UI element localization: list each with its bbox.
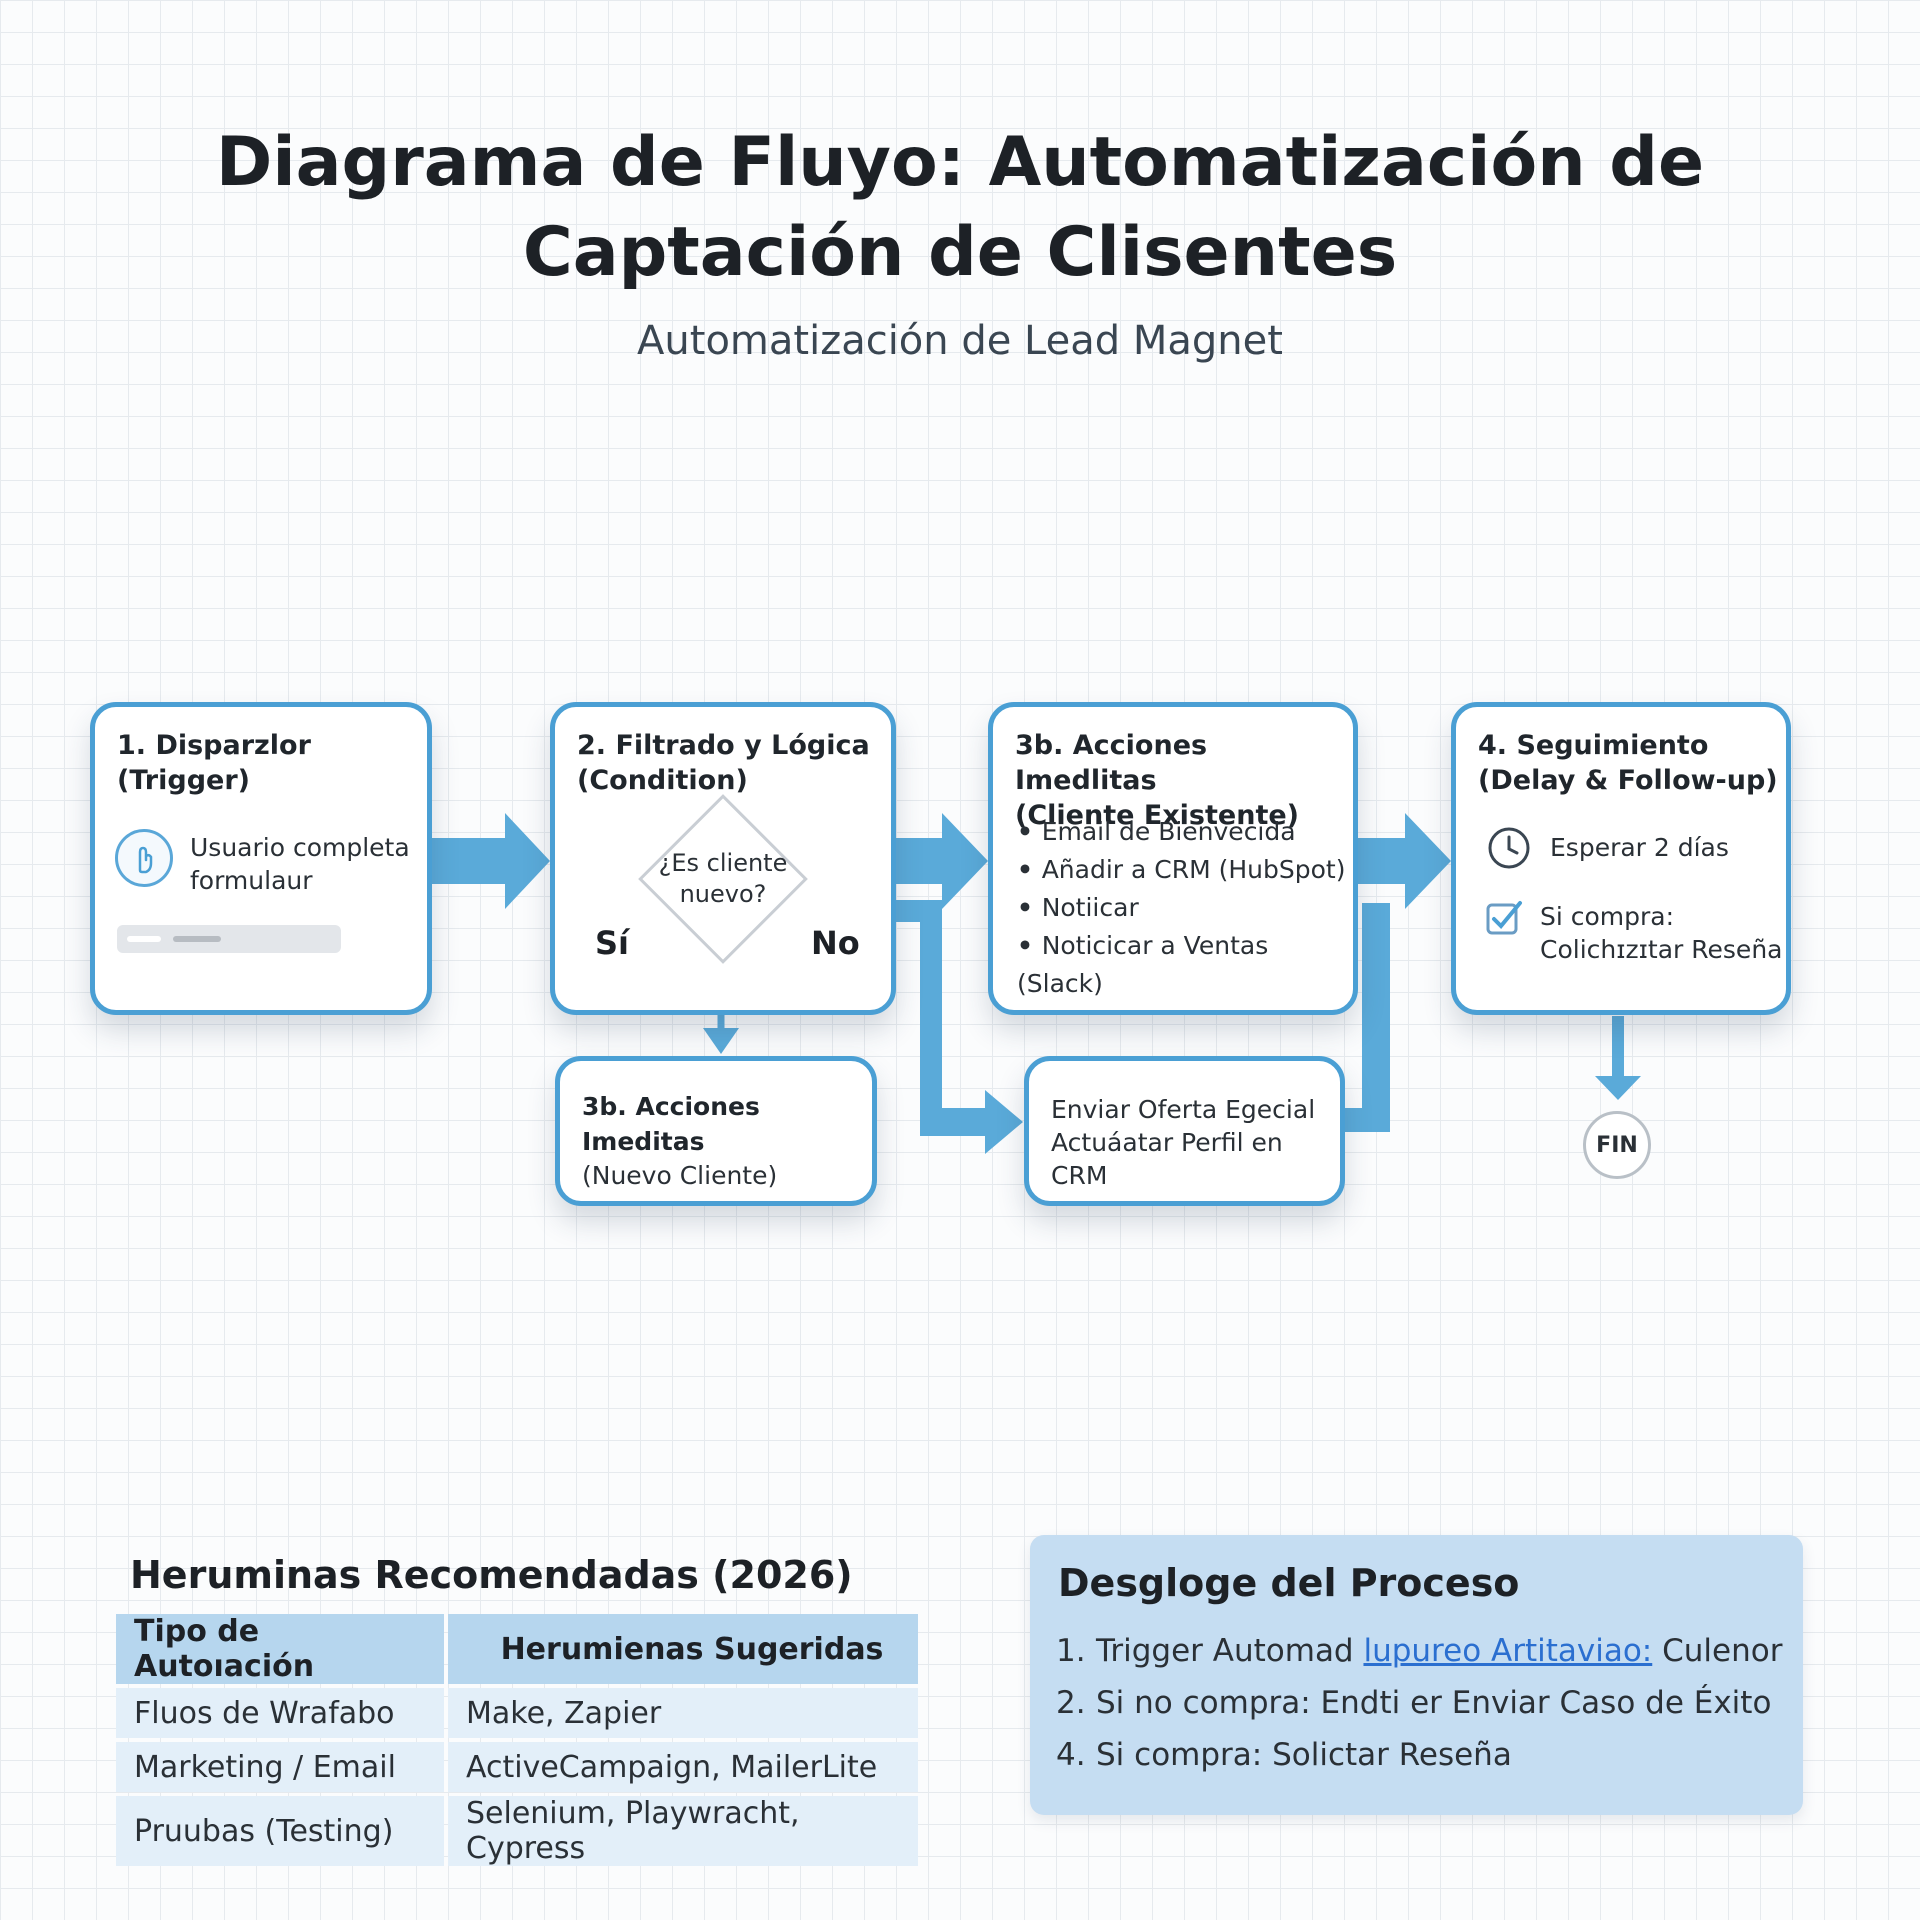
buy-line-1: Si compra: <box>1540 902 1675 931</box>
page-title: Diagrama de Fluyo: Automatización de Cap… <box>0 118 1920 298</box>
arrow-no-to-offer <box>896 900 1023 1154</box>
list-item: Añadir a CRM (HubSpot) <box>1017 851 1353 889</box>
list-item: Email de Bienvecida <box>1017 813 1353 851</box>
title-line-1: Diagrama de Fluyo: Automatización de <box>215 123 1705 202</box>
item-text: Si compra: Solictar Reseña <box>1096 1737 1512 1773</box>
step-new-client-box: 3b. Acciones Imeditas (Nuevo Cliente) <box>555 1056 877 1206</box>
filter-title-line-1: 2. Filtrado y Lógica <box>577 730 870 761</box>
arrow-trigger-to-filter <box>432 813 550 909</box>
label-no: No <box>811 924 860 962</box>
hand-pointer-icon <box>115 829 173 887</box>
table-cell: Marketing / Email <box>116 1742 444 1792</box>
new-client-subtitle: (Nuevo Cliente) <box>582 1161 778 1190</box>
decision-question: ¿Es cliente nuevo? <box>623 848 823 910</box>
table-cell: Make, Zapier <box>448 1688 918 1738</box>
item-text: Culenor <box>1652 1633 1783 1669</box>
list-item: Notiicar <box>1017 889 1353 927</box>
list-item: Noticicar a Ventas (Slack) <box>1017 927 1353 1003</box>
column-header: Herumienas Sugeridas <box>448 1614 918 1684</box>
label-si: Sí <box>595 924 630 962</box>
item-number: 1. <box>1056 1633 1086 1669</box>
table-row: Fluos de Wrafabo Make, Zapier <box>116 1688 918 1738</box>
page-subtitle: Automatización de Lead Magnet <box>637 318 1283 364</box>
followup-title-line-2: (Delay & Follow-up) <box>1478 765 1778 796</box>
column-header: Tipo de Autoıación <box>116 1614 444 1684</box>
arrowhead-si-down <box>703 1028 739 1054</box>
step-existing-client-box: 3b. Acciones Imedlitas (Cliente Existent… <box>988 702 1358 1015</box>
process-list: 1. Trigger Automad lupureo Artitaviao: Cu… <box>1056 1625 1782 1781</box>
step-offer-box: Enviar Oferta Egecial Actuáatar Perfil e… <box>1024 1056 1345 1206</box>
table-header-row: Tipo de Autoıación Herumienas Sugeridas <box>116 1614 918 1684</box>
trigger-text-line-1: Usuario completa <box>190 833 410 862</box>
item-number: 2. <box>1056 1685 1086 1721</box>
clock-icon <box>1488 827 1530 869</box>
table-cell: ActiveCampaign, MailerLite <box>448 1742 918 1792</box>
tools-title: Heruminas Recomendadas (2026) <box>130 1553 853 1597</box>
process-title: Desgloge del Proceso <box>1058 1561 1520 1605</box>
tools-table: Tipo de Autoıación Herumienas Sugeridas … <box>112 1610 922 1870</box>
item-number: 4. <box>1056 1737 1086 1773</box>
arrow-offer-to-followup <box>1345 903 1390 1132</box>
step-trigger-title: 1. Disparzlor (Trigger) <box>117 730 311 796</box>
item-text: Si no compra: Endti er Enviar Caso de Éx… <box>1096 1685 1772 1721</box>
step-trigger-box: 1. Disparzlor (Trigger) Usuario completa… <box>90 702 432 1015</box>
table-cell: Pruubas (Testing) <box>116 1796 444 1866</box>
step-followup-box: 4. Seguimiento (Delay & Follow-up) Esper… <box>1451 702 1791 1015</box>
arrow-followup-to-end <box>1595 1016 1641 1100</box>
title-line-2: Captación de Clisentes <box>522 213 1398 292</box>
followup-wait: Esperar 2 días <box>1550 833 1729 862</box>
end-node: FIN <box>1583 1111 1651 1179</box>
new-client-text: 3b. Acciones Imeditas (Nuevo Cliente) <box>582 1089 872 1192</box>
step-filter-box: 2. Filtrado y Lógica (Condition) ¿Es cli… <box>550 702 896 1015</box>
offer-line-2: Actuáatar Perfil en CRM <box>1051 1128 1283 1190</box>
checkbox-icon <box>1486 901 1522 935</box>
item-text: Trigger Automad <box>1096 1633 1364 1669</box>
arrow-existing-to-followup <box>1358 813 1451 909</box>
new-client-title: 3b. Acciones Imeditas <box>582 1092 760 1156</box>
step-trigger-text: Usuario completa formulaur <box>190 831 410 897</box>
table-row: Marketing / Email ActiveCampaign, Mailer… <box>116 1742 918 1792</box>
table-cell: Fluos de Wrafabo <box>116 1688 444 1738</box>
buy-line-2: Colichɪzɪtar Reseña <box>1540 935 1783 964</box>
followup-title-line-1: 4. Seguimiento <box>1478 730 1709 761</box>
existing-actions-list: Email de Bienvecida Añadir a CRM (HubSpo… <box>1017 813 1353 1003</box>
table-row: Pruubas (Testing) Selenium, Playwracht, … <box>116 1796 918 1866</box>
filter-title-line-2: (Condition) <box>577 765 748 796</box>
process-panel: Desgloge del Proceso 1. Trigger Automad l… <box>1030 1535 1803 1815</box>
list-item: 1. Trigger Automad lupureo Artitaviao: Cu… <box>1056 1625 1782 1677</box>
followup-buy: Si compra: Colichɪzɪtar Reseña <box>1540 900 1782 966</box>
form-field-illustration <box>117 925 341 953</box>
table-cell: Selenium, Playwracht, Cypress <box>448 1796 918 1866</box>
trigger-text-line-2: formulaur <box>190 866 313 895</box>
offer-line-1: Enviar Oferta Egecial <box>1051 1095 1316 1124</box>
question-line-2: nuevo? <box>679 880 767 908</box>
step-followup-title: 4. Seguimiento (Delay & Follow-up) <box>1478 728 1778 798</box>
arrow-filter-to-existing <box>896 813 988 909</box>
question-line-1: ¿Es cliente <box>658 849 788 877</box>
process-link[interactable]: lupureo Artitaviao: <box>1363 1633 1653 1669</box>
existing-title-line-1: 3b. Acciones Imedlitas <box>1015 730 1208 796</box>
offer-text: Enviar Oferta Egecial Actuáatar Perfil e… <box>1051 1093 1340 1192</box>
list-item: 4. Si compra: Solictar Reseña <box>1056 1729 1782 1781</box>
list-item: 2. Si no compra: Endti er Enviar Caso de … <box>1056 1677 1782 1729</box>
step-filter-title: 2. Filtrado y Lógica (Condition) <box>577 728 870 798</box>
